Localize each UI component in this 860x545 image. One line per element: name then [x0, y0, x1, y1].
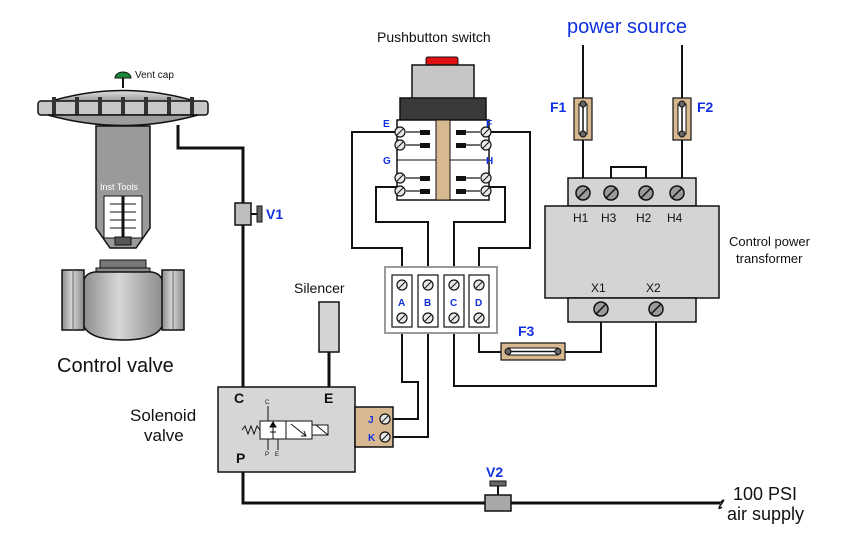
terminal-block — [384, 266, 498, 334]
fuse-f2 — [672, 97, 692, 141]
cpt-label-line2: transformer — [736, 251, 803, 266]
solenoid-label-line1: Solenoid — [130, 406, 196, 425]
f2-label: F2 — [697, 99, 714, 115]
symbol-e-label: E — [275, 452, 279, 458]
silencer — [318, 301, 340, 389]
fuse-f3 — [500, 342, 566, 361]
h1-label: H1 — [573, 211, 589, 225]
v1-label: V1 — [266, 206, 283, 222]
switch-f-label: F — [486, 119, 492, 130]
vent-cap-label: Vent cap — [135, 70, 174, 81]
terminal-k-label: K — [368, 433, 376, 444]
port-e-label: E — [324, 390, 333, 406]
air-supply-break — [718, 499, 725, 510]
switch-e-label: E — [383, 119, 390, 130]
terminal-j-label: J — [368, 415, 374, 426]
valve-body — [81, 271, 165, 341]
fuse-f1 — [573, 97, 593, 141]
wiring — [176, 45, 720, 505]
solenoid-label-line2: valve — [144, 426, 184, 445]
terminal-d-label: D — [475, 298, 482, 309]
terminal-b-label: B — [424, 298, 431, 309]
power-source-label: power source — [567, 16, 687, 38]
symbol-p-label: P — [265, 452, 269, 458]
x1-label: X1 — [591, 281, 606, 295]
terminal-c-label: C — [450, 298, 457, 309]
air-supply-label-line2: air supply — [727, 504, 804, 524]
vent-cap — [114, 71, 132, 79]
control-valve-label: Control valve — [57, 355, 174, 377]
air-supply-label-line1: 100 PSI — [733, 484, 797, 504]
port-c-label: C — [234, 390, 244, 406]
v2-label: V2 — [486, 464, 503, 480]
pushbutton-switch — [394, 56, 492, 201]
f3-label: F3 — [518, 323, 535, 339]
v1-valve — [234, 202, 263, 226]
h4-label: H4 — [667, 211, 683, 225]
f1-label: F1 — [550, 99, 567, 115]
inst-tools-label: Inst Tools — [100, 182, 138, 192]
control-valve — [37, 71, 209, 341]
h3-label: H3 — [601, 211, 617, 225]
symbol-c-label: C — [265, 400, 270, 406]
pushbutton-switch-label: Pushbutton switch — [377, 29, 491, 45]
text-labels: Vent cap Inst Tools Control valve V1 Pus… — [57, 16, 811, 524]
switch-h-label: H — [486, 156, 493, 167]
cpt-label-line1: Control power — [729, 234, 811, 249]
silencer-label: Silencer — [294, 280, 345, 296]
terminal-a-label: A — [398, 298, 405, 309]
control-power-transformer — [544, 177, 720, 323]
switch-g-label: G — [383, 156, 391, 167]
solenoid-valve — [217, 386, 394, 473]
x2-label: X2 — [646, 281, 661, 295]
h2-label: H2 — [636, 211, 652, 225]
valve-symbol — [241, 406, 329, 450]
port-p-label: P — [236, 450, 245, 466]
v2-valve — [484, 480, 512, 512]
